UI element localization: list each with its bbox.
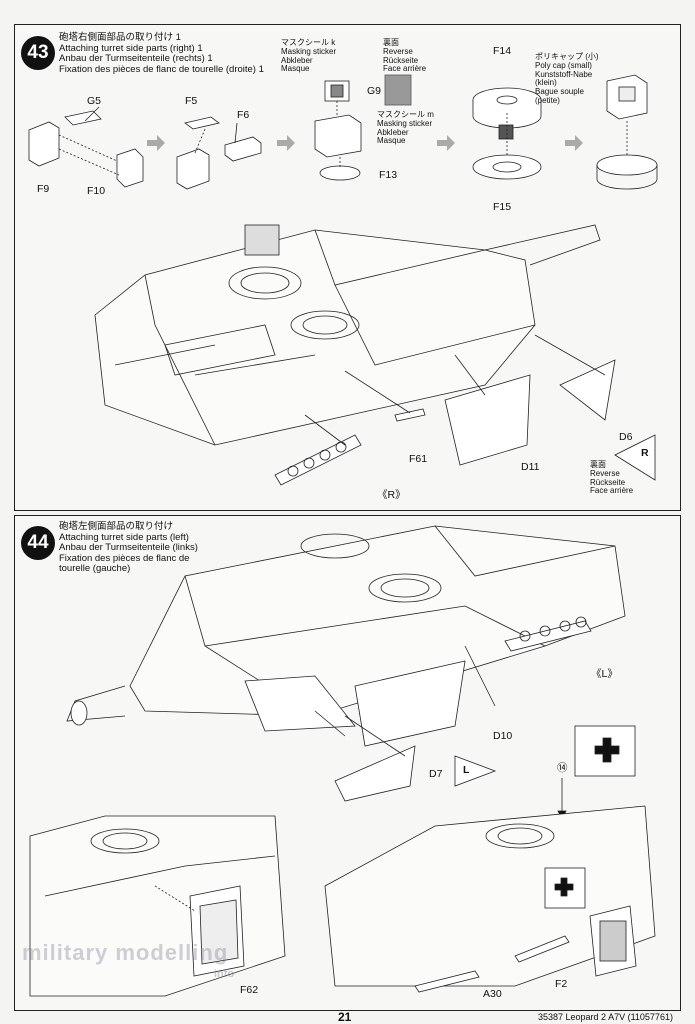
part-g9: G9 xyxy=(367,85,382,97)
step-44-number: 44 xyxy=(21,526,55,560)
part-f62: F62 xyxy=(240,984,259,996)
part-g5: G5 xyxy=(87,95,102,107)
part-f10: F10 xyxy=(87,185,106,197)
part-d7: D7 xyxy=(429,768,443,780)
part-f61: F61 xyxy=(409,453,428,465)
mask-sticker-k-label: マスクシール k Masking sticker Abkleber Masque xyxy=(281,38,337,74)
part-a30: A30 xyxy=(483,988,502,1000)
part-d6: D6 xyxy=(619,431,633,443)
watermark-sub: info xyxy=(214,968,235,980)
step-44-title: 砲塔左側面部品の取り付け Attaching turret side parts… xyxy=(59,521,198,574)
reverse-label-2: 裏面 Reverse Rückseite Face arrière xyxy=(590,460,634,496)
mask-k-code: k xyxy=(331,38,336,47)
part-f15: F15 xyxy=(493,201,512,213)
part-d11: D11 xyxy=(521,461,540,473)
product-code: 35387 Leopard 2 A7V (11057761) xyxy=(538,1012,673,1022)
watermark: military modelling xyxy=(22,940,229,965)
page-number: 21 xyxy=(338,1010,352,1024)
mask-sticker-m-label: マスクシール m Masking sticker Abkleber Masque xyxy=(377,110,434,146)
reverse-r-letter: R xyxy=(641,447,649,459)
step-43-panel: 43 砲塔右側面部品の取り付け 1 Attaching turret side … xyxy=(14,24,681,511)
part-f13: F13 xyxy=(379,169,398,181)
reverse-l-letter: L xyxy=(463,764,470,776)
right-marker: 《R》 xyxy=(377,489,406,501)
left-marker: 《L》 xyxy=(591,668,618,680)
part-f9: F9 xyxy=(37,183,50,195)
part-f6: F6 xyxy=(237,109,250,121)
decal-14-ref: ⑭ xyxy=(557,762,568,774)
part-f14: F14 xyxy=(493,45,512,57)
step-43-title: 砲塔右側面部品の取り付け 1 Attaching turret side par… xyxy=(59,32,264,75)
step-43-drawing xyxy=(28,74,658,486)
polycap-label: ポリキャップ (小) Poly cap (small) Kunststoff-N… xyxy=(535,52,599,105)
step-44-panel: 44 砲塔左側面部品の取り付け Attaching turret side pa… xyxy=(14,515,681,1011)
part-d10: D10 xyxy=(493,730,513,742)
step-44-drawing xyxy=(29,525,656,997)
part-f2: F2 xyxy=(555,978,568,990)
reverse-label-1: 裏面 Reverse Rückseite Face arrière xyxy=(383,38,427,74)
mask-m-code: m xyxy=(427,110,434,119)
step-43-number: 43 xyxy=(21,36,55,70)
part-f5: F5 xyxy=(185,95,198,107)
